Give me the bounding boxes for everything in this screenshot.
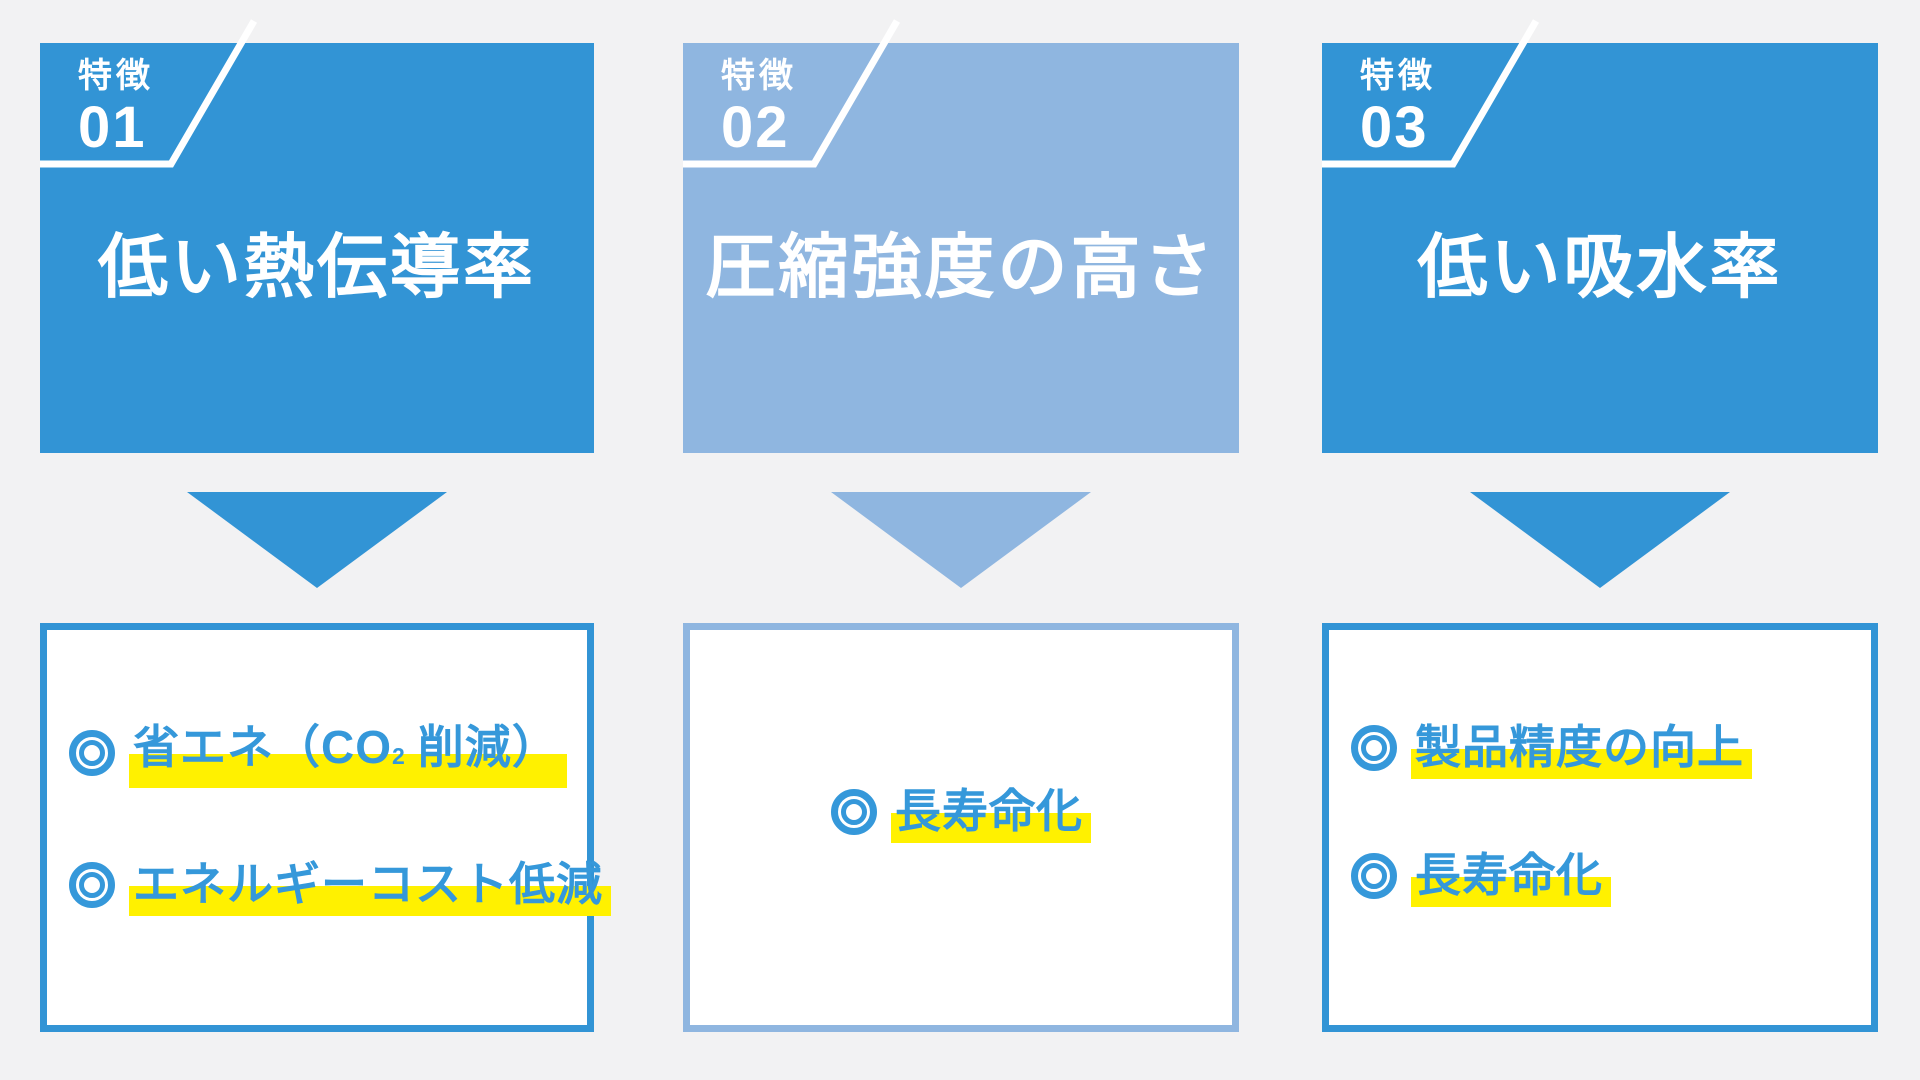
feature-badge: 特徴 01 bbox=[78, 57, 154, 159]
feature-badge: 特徴 03 bbox=[1360, 57, 1436, 159]
badge-label: 特徴 bbox=[721, 57, 797, 95]
benefit-text-pre: エネルギーコスト低減 bbox=[133, 858, 603, 911]
badge-number: 01 bbox=[78, 95, 147, 161]
feature-card-3: 特徴 03 低い吸水率 bbox=[1322, 19, 1878, 453]
benefit-text: 省エネ（CO2 削減） bbox=[129, 717, 567, 789]
benefit-text-pre: 製品精度の向上 bbox=[1415, 721, 1744, 773]
benefit-text-pre: 省エネ（CO bbox=[133, 721, 392, 773]
badge-label: 特徴 bbox=[1360, 57, 1436, 95]
bullseye-bullet-icon bbox=[69, 729, 115, 776]
badge-number: 02 bbox=[721, 95, 790, 161]
bullseye-bullet-icon bbox=[1351, 725, 1397, 771]
benefit-text: エネルギーコスト低減 bbox=[129, 854, 611, 917]
badge-number: 03 bbox=[1360, 95, 1429, 161]
benefit-box-2: 長寿命化 bbox=[683, 623, 1239, 1032]
feature-title: 低い吸水率 bbox=[1417, 228, 1783, 306]
feature-column-3: 特徴 03 低い吸水率 製品精度の向上 長寿命化 bbox=[1322, 19, 1878, 1037]
benefit-text: 長寿命化 bbox=[1411, 845, 1611, 907]
benefit-item: 長寿命化 bbox=[831, 780, 1091, 843]
benefit-item: エネルギーコスト低減 bbox=[69, 854, 611, 917]
benefit-list: 製品精度の向上 長寿命化 bbox=[1329, 630, 1871, 907]
badge-slash-icon bbox=[683, 19, 901, 168]
feature-card-2: 特徴 02 圧縮強度の高さ bbox=[683, 19, 1239, 453]
benefit-box-3: 製品精度の向上 長寿命化 bbox=[1322, 623, 1878, 1032]
benefit-list: 省エネ（CO2 削減） エネルギーコスト低減 bbox=[47, 630, 611, 917]
benefit-list: 長寿命化 bbox=[690, 630, 1232, 1025]
feature-column-1: 特徴 01 低い熱伝導率 省エネ（CO2 削減） エネルギーコスト低減 bbox=[40, 19, 611, 1037]
bullseye-bullet-icon bbox=[1351, 853, 1397, 899]
feature-card-1: 特徴 01 低い熱伝導率 bbox=[40, 19, 594, 453]
feature-title: 低い熱伝導率 bbox=[98, 228, 536, 306]
benefit-text: 製品精度の向上 bbox=[1411, 717, 1752, 779]
feature-badge: 特徴 02 bbox=[721, 57, 797, 159]
feature-title: 圧縮強度の高さ bbox=[705, 228, 1217, 306]
benefit-item: 製品精度の向上 bbox=[1351, 717, 1861, 779]
bullseye-bullet-icon bbox=[831, 788, 877, 835]
badge-slash-icon bbox=[40, 19, 258, 168]
benefit-text-post: 削減） bbox=[417, 721, 559, 773]
badge-label: 特徴 bbox=[78, 57, 154, 95]
benefit-text-pre: 長寿命化 bbox=[895, 784, 1083, 837]
down-arrow-icon bbox=[831, 492, 1091, 588]
benefit-text-pre: 長寿命化 bbox=[1415, 849, 1603, 901]
benefit-item: 省エネ（CO2 削減） bbox=[69, 717, 577, 789]
feature-column-2: 特徴 02 圧縮強度の高さ 長寿命化 bbox=[683, 19, 1239, 1037]
benefit-item: 長寿命化 bbox=[1351, 845, 1861, 907]
bullseye-bullet-icon bbox=[69, 862, 115, 909]
badge-slash-icon bbox=[1322, 19, 1540, 168]
benefit-text-sub: 2 bbox=[392, 743, 406, 770]
down-arrow-icon bbox=[1470, 492, 1730, 588]
benefit-text: 長寿命化 bbox=[891, 780, 1091, 843]
down-arrow-icon bbox=[187, 492, 447, 588]
benefit-box-1: 省エネ（CO2 削減） エネルギーコスト低減 bbox=[40, 623, 611, 1032]
